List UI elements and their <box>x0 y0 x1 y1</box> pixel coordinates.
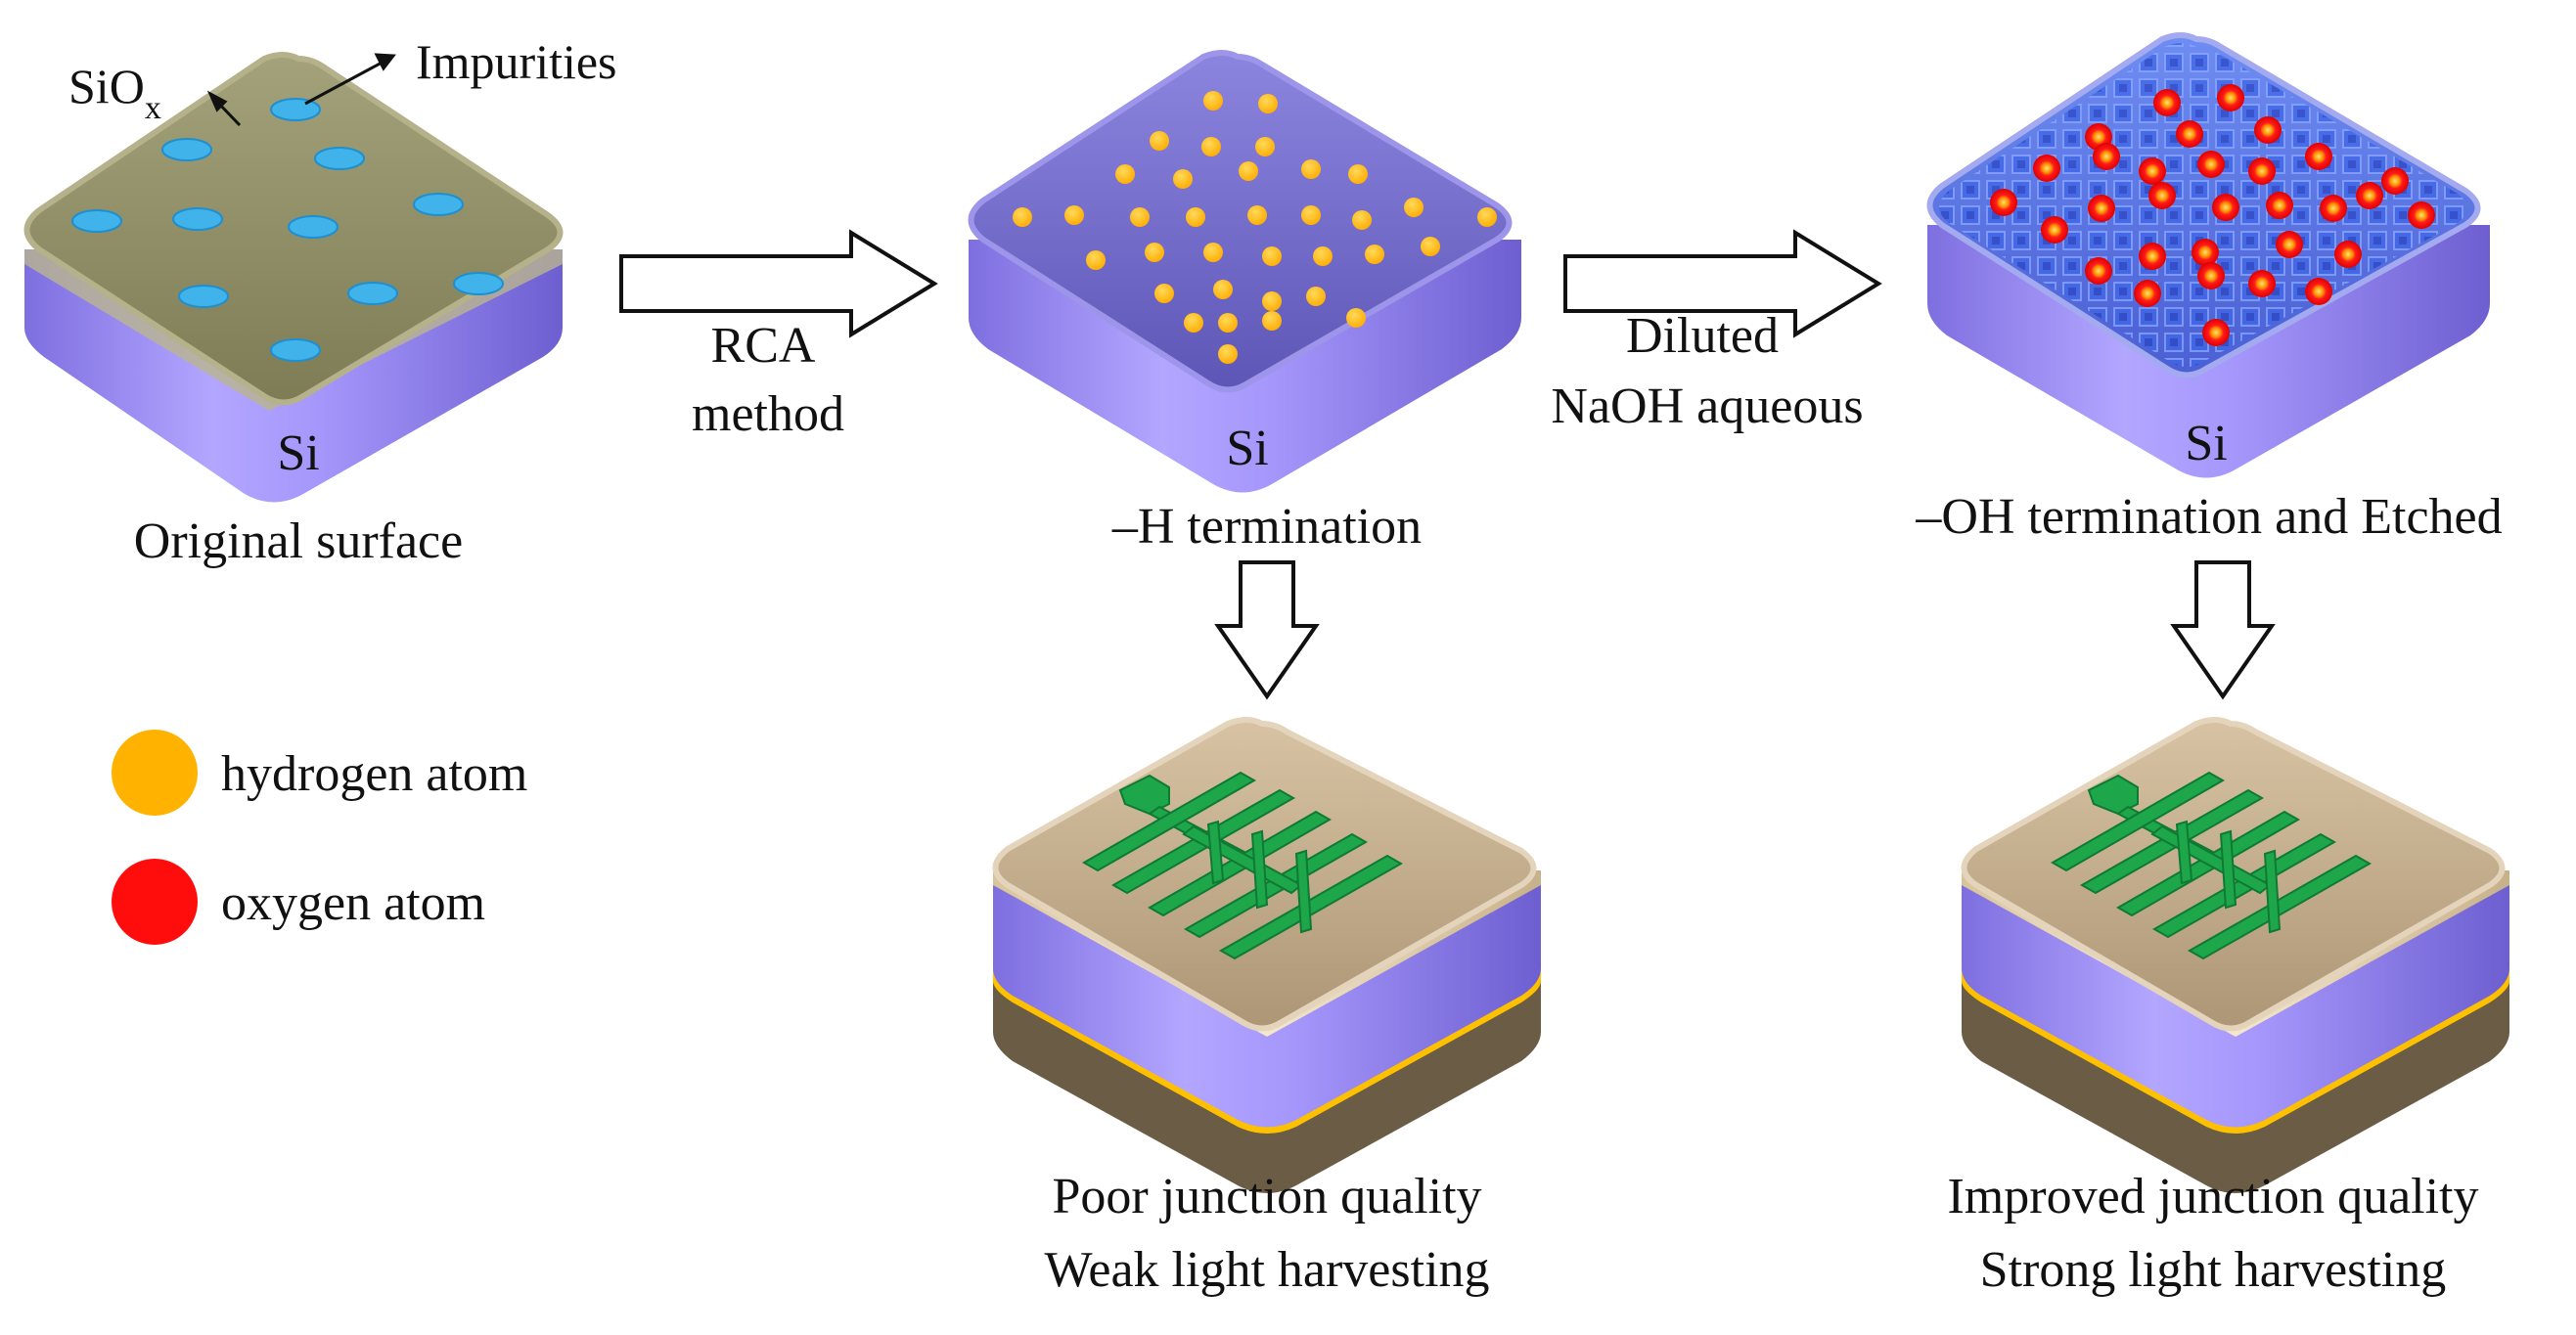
wafer-h-terminated: Si <box>968 50 1521 493</box>
improved-junction-label: Improved junction quality <box>1947 1169 2478 1224</box>
naoh-label-line2: NaOH aqueous <box>1551 378 1863 434</box>
down-arrow-poor <box>1214 560 1320 700</box>
naoh-arrow <box>1563 229 1882 338</box>
impurity-dots <box>71 98 504 362</box>
legend-oxygen-swatch <box>112 859 198 945</box>
siox-label: SiOx <box>68 59 161 126</box>
electrode-grid-improved <box>2050 771 2373 960</box>
rca-arrow <box>619 229 938 338</box>
si-label-1: Si <box>277 425 319 481</box>
impurities-pointer-arrow <box>304 53 396 106</box>
hydrogen-atoms <box>1013 91 1497 364</box>
naoh-label-line1: Diluted <box>1626 308 1779 364</box>
original-surface-label: Original surface <box>134 513 463 569</box>
h-termination-label: –H termination <box>1111 499 1422 555</box>
legend-hydrogen-label: hydrogen atom <box>221 746 527 802</box>
strong-harvesting-label: Strong light harvesting <box>1980 1242 2447 1298</box>
device-improved <box>1961 717 2509 1193</box>
rca-label-line1: RCA <box>711 318 816 374</box>
down-arrow-improved <box>2170 560 2276 700</box>
legend: hydrogen atom oxygen atom <box>112 730 527 945</box>
oxygen-atoms <box>1990 84 2435 346</box>
legend-oxygen-label: oxygen atom <box>221 875 485 931</box>
siox-pointer-arrow <box>206 90 242 127</box>
oh-termination-label: –OH termination and Etched <box>1915 489 2502 545</box>
impurities-label: Impurities <box>416 34 617 89</box>
rca-label-line2: method <box>692 386 844 442</box>
wafer-original: Si <box>23 52 564 503</box>
legend-hydrogen-swatch <box>112 730 198 816</box>
wafer-oh-terminated-etched: Si <box>1926 32 2490 478</box>
electrode-grid-poor <box>1081 771 1404 960</box>
device-poor <box>992 717 1541 1193</box>
si-label-3: Si <box>2185 416 2227 471</box>
weak-harvesting-label: Weak light harvesting <box>1044 1242 1489 1298</box>
si-label-2: Si <box>1226 421 1268 476</box>
poor-junction-label: Poor junction quality <box>1052 1169 1481 1224</box>
